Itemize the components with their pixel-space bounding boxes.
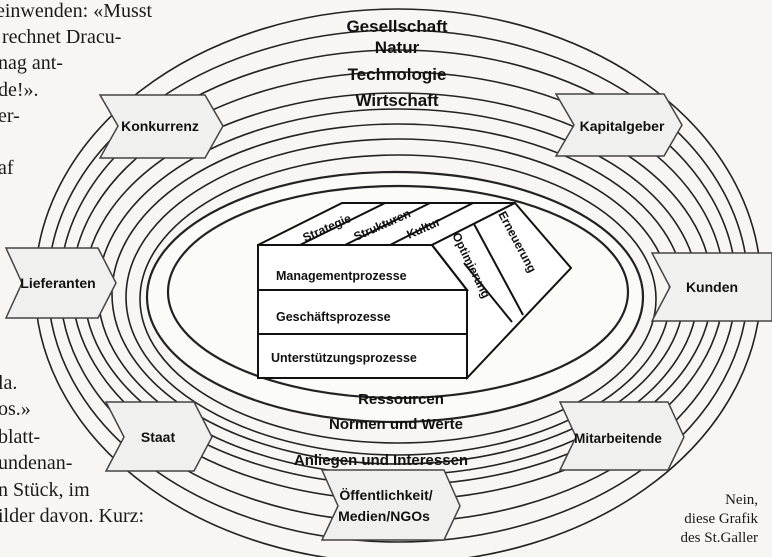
label-staat: Staat	[141, 429, 176, 445]
right-divider	[473, 223, 524, 316]
arrow-staat	[104, 401, 213, 472]
label-lieferanten: Lieferanten	[20, 275, 95, 291]
article-line: af	[0, 157, 14, 179]
article-line: os.»	[0, 398, 31, 420]
label-konkurrenz: Konkurrenz	[121, 118, 199, 134]
article-line: de!».	[0, 79, 39, 101]
process-row-2	[257, 333, 468, 379]
article-line: einwenden: «Musst	[0, 0, 153, 22]
caption-line: diese Grafik	[684, 511, 758, 527]
process-row-1	[257, 289, 468, 335]
top-divider-1	[299, 202, 386, 246]
figure-caption: Nein, diese Grafik des St.Galler	[681, 491, 758, 548]
label-normen-und-werte: Normen und Werte	[329, 416, 463, 433]
right-divider-lower	[463, 262, 513, 323]
article-line: la.	[0, 372, 18, 394]
article-line: ilder davon. Kurz:	[0, 505, 145, 527]
label-technologie: Technologie	[348, 65, 447, 84]
article-line: n Stück, im	[0, 479, 90, 501]
article-line: rechnet Dracu-	[2, 26, 122, 48]
label-wirtschaft: Wirtschaft	[356, 91, 439, 110]
label-kapitalgeber: Kapitalgeber	[580, 118, 665, 134]
caption-line: des St.Galler	[680, 530, 758, 546]
front-side-edge	[431, 244, 468, 291]
arrow-konkurrenz	[98, 94, 224, 159]
ring-5	[139, 154, 657, 444]
label-gesellschaft: Gesellschaft	[346, 17, 447, 36]
caption-line: Nein,	[725, 492, 758, 508]
label-oeffentlichkeit-line1: Öffentlichkeit/	[339, 487, 432, 503]
article-line: undenan-	[0, 452, 73, 474]
label-managementprozesse: Managementprozesse	[276, 269, 407, 283]
front-face-extension	[257, 244, 470, 291]
arrow-kunden	[650, 252, 772, 322]
top-divider-3	[389, 202, 474, 246]
label-unterstuetzungsprozesse: Unterstützungsprozesse	[271, 351, 417, 365]
label-anliegen-und-interessen: Anliegen und Interessen	[294, 452, 468, 469]
top-divider-2	[344, 202, 431, 246]
label-ressourcen: Ressourcen	[358, 391, 444, 408]
label-kunden: Kunden	[686, 279, 738, 295]
label-oeffentlichkeit-line2: Medien/NGOs	[338, 508, 430, 524]
label-natur: Natur	[375, 38, 420, 57]
article-line: nag ant-	[0, 52, 63, 74]
arrow-lieferanten	[4, 247, 117, 319]
stakeholder-arrows	[4, 93, 772, 541]
enterprise-block	[257, 201, 573, 380]
article-line: er-	[0, 105, 20, 127]
label-geschaeftsprozesse: Geschäftsprozesse	[276, 310, 391, 324]
arrow-oeffentlichkeit	[320, 469, 461, 541]
label-mitarbeitende: Mitarbeitende	[574, 431, 662, 446]
article-line: blatt-	[0, 426, 41, 448]
arrow-mitarbeitende	[558, 401, 685, 471]
arrow-kapitalgeber	[554, 93, 683, 157]
